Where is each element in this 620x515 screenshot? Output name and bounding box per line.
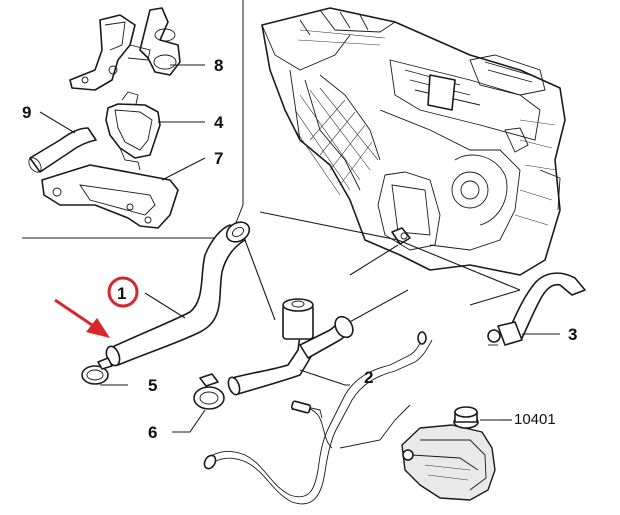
callout-4: 4 — [214, 113, 224, 132]
callout-2: 2 — [364, 368, 373, 387]
part-4-clip: 4 — [105, 91, 224, 171]
callout-6: 6 — [148, 423, 157, 442]
part-8-bracket: 8 — [69, 7, 223, 91]
callout-7: 7 — [214, 149, 223, 168]
part-2-y-hose: 2 — [227, 298, 373, 396]
part-10401-expansion-tank: 10401 — [401, 406, 556, 501]
part-1-heater-hose: 1 — [105, 221, 251, 367]
callout-5: 5 — [148, 376, 157, 395]
part-7-plate: 7 — [41, 149, 223, 229]
part-6-clamp: 6 — [148, 373, 225, 442]
hvac-housing-assembly — [261, 7, 566, 276]
red-pointer-arrow — [54, 298, 110, 338]
callout-3: 3 — [568, 325, 577, 344]
callout-8: 8 — [214, 56, 223, 75]
callout-1: 1 — [117, 284, 126, 303]
callout-10401: 10401 — [514, 411, 556, 428]
callout-1-highlight-circle — [107, 276, 139, 308]
callout-9: 9 — [22, 103, 31, 122]
part-5-clamp: 5 — [81, 357, 157, 395]
coolant-lines — [203, 331, 433, 505]
part-3-pipe: 3 — [487, 272, 586, 346]
part-9-short-hose: 9 — [22, 103, 97, 173]
